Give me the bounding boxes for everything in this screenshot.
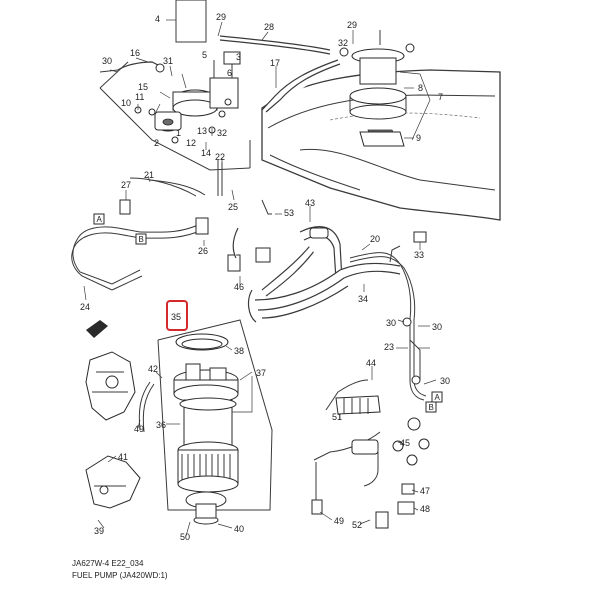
part-label-30-right-3: 30 [440, 376, 450, 386]
highlighted-part-box [166, 300, 188, 331]
fuel-pump-assembly [138, 319, 273, 525]
part-label-12: 12 [186, 138, 196, 148]
part-label-52: 52 [352, 520, 362, 530]
pump-wiring-harness [311, 379, 430, 529]
part-label-45: 45 [400, 438, 410, 448]
part-label-35: 35 [171, 312, 181, 322]
part-label-46: 46 [234, 282, 244, 292]
part-label-42: 42 [148, 364, 158, 374]
part-label-11: 11 [135, 92, 144, 102]
part-label-22: 22 [215, 152, 225, 162]
filter-ribs [181, 454, 231, 482]
front-direction-arrow [86, 320, 108, 338]
part-label-27: 27 [121, 180, 131, 190]
part-label-48: 48 [420, 504, 430, 514]
part-label-34: 34 [358, 294, 368, 304]
part-label-24: 24 [80, 302, 90, 312]
part-label-47: 47 [420, 486, 430, 496]
part-label-44: 44 [366, 358, 376, 368]
part-label-33: 33 [414, 250, 424, 260]
part-number-labels: 1 2 3 4 5 6 7 8 9 10 11 12 13 14 15 16 1… [80, 12, 450, 542]
part-label-20: 20 [370, 234, 380, 244]
part-label-16: 16 [130, 48, 140, 58]
part-label-29-right: 29 [347, 20, 357, 30]
diagram-code: JA627W-4 E22_034 [72, 559, 144, 568]
part-label-8: 8 [418, 83, 423, 93]
part-label-28: 28 [264, 22, 274, 32]
part-label-2: 2 [154, 138, 159, 148]
fuel-filter-assembly [99, 0, 241, 144]
fuel-hoses [247, 226, 427, 401]
part-label-39: 39 [94, 526, 104, 536]
part-label-17: 17 [270, 58, 280, 68]
part-label-43: 43 [305, 198, 315, 208]
part-label-49-left: 49 [134, 424, 144, 434]
pump-bracket [85, 351, 141, 509]
part-label-10: 10 [121, 98, 131, 108]
part-label-30-right-2: 30 [432, 322, 442, 332]
part-label-40: 40 [234, 524, 244, 534]
part-label-49-right: 49 [334, 516, 344, 526]
fuel-lines [71, 160, 272, 291]
part-label-25: 25 [228, 202, 238, 212]
part-label-36: 36 [156, 420, 166, 430]
part-label-13: 13 [197, 126, 207, 136]
callout-b-right: B [429, 403, 434, 412]
part-label-14: 14 [201, 148, 211, 158]
part-label-3: 3 [236, 52, 241, 62]
part-label-31: 31 [163, 56, 173, 66]
part-label-6: 6 [227, 68, 232, 78]
part-label-9: 9 [416, 133, 421, 143]
part-label-50: 50 [180, 532, 190, 542]
callout-a-left: A [97, 215, 103, 224]
callout-b-left: B [139, 235, 144, 244]
part-label-29-left: 29 [216, 12, 226, 22]
part-label-7: 7 [438, 92, 443, 102]
part-label-5: 5 [202, 50, 207, 60]
callout-a-right: A [435, 393, 441, 402]
part-label-41: 41 [118, 452, 128, 462]
diagram-title: FUEL PUMP (JA420WD:1) [72, 571, 168, 580]
part-label-15: 15 [138, 82, 148, 92]
part-label-23: 23 [384, 342, 394, 352]
part-label-26: 26 [198, 246, 208, 256]
part-label-38: 38 [234, 346, 244, 356]
part-label-30-right-1: 30 [386, 318, 396, 328]
part-label-53: 53 [284, 208, 294, 218]
part-label-32-top: 32 [338, 38, 348, 48]
part-label-30-top: 30 [102, 56, 112, 66]
part-label-37: 37 [256, 368, 266, 378]
leader-lines [83, 19, 437, 537]
part-label-32-bottom: 32 [217, 128, 227, 138]
part-label-4: 4 [155, 14, 160, 24]
part-label-21: 21 [144, 170, 154, 180]
part-label-1: 1 [176, 128, 181, 138]
part-label-51: 51 [332, 412, 342, 422]
fuel-sender-unit [339, 30, 415, 147]
callout-boxes: A B A B [93, 213, 443, 413]
